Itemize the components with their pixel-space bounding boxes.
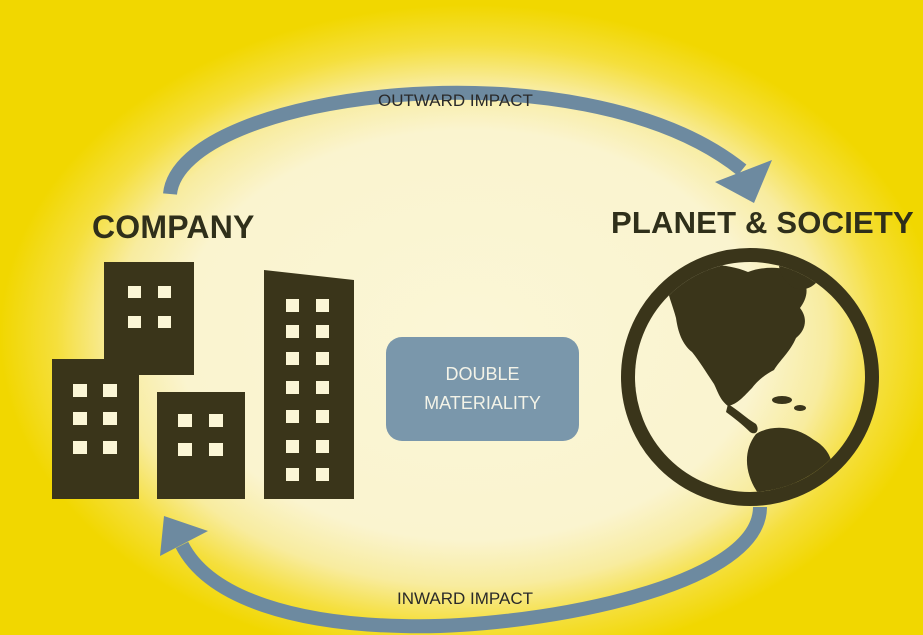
office-buildings-icon [52,262,354,499]
inward-impact-arrow [160,506,767,634]
double-materiality-box: DOUBLE MATERIALITY [386,337,579,441]
inward-impact-label: INWARD IMPACT [397,589,533,608]
outward-impact-arrow [163,85,772,203]
planet-society-label: PLANET & SOCIETY [611,205,914,240]
outward-impact-label: OUTWARD IMPACT [378,91,533,110]
globe-americas-icon [621,248,879,506]
company-label: COMPANY [92,209,255,245]
double-materiality-label: DOUBLE MATERIALITY [424,364,541,413]
